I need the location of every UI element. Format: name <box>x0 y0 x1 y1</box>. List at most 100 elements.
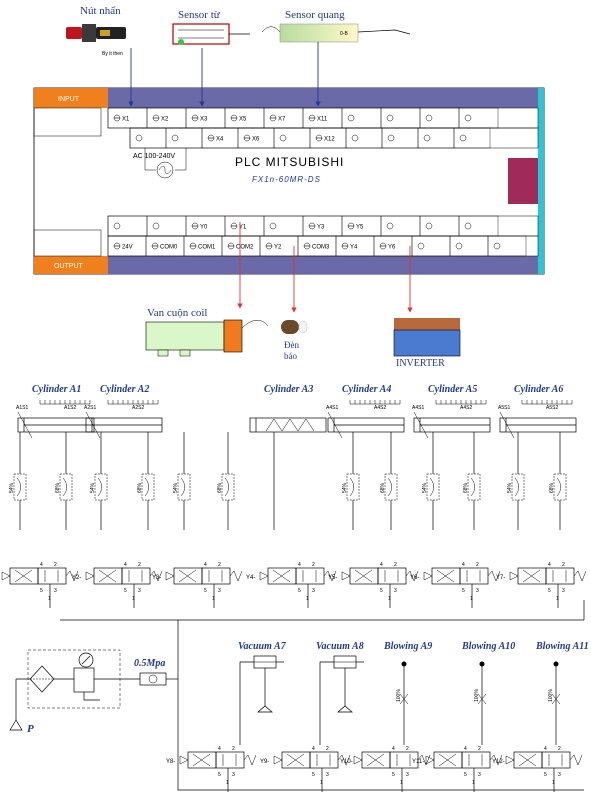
cylinder-name: Cylinder A4 <box>342 384 391 395</box>
sensor-label: A4S2 <box>374 405 386 411</box>
flow-percent-label: 68% <box>549 482 555 493</box>
port-label: 3 <box>558 772 561 778</box>
port-label: 2 <box>218 562 221 568</box>
return-spring-icon <box>405 570 419 582</box>
push-button-label: Nút nhấn <box>80 5 121 17</box>
solenoid-icon <box>165 571 175 581</box>
flow-percent-label: 68% <box>380 482 386 493</box>
flow-control-valve: 68% <box>55 432 73 530</box>
vacuum-a8: Vacuum A8 <box>316 641 364 745</box>
output-terminal-label: Y2 <box>274 245 282 251</box>
return-spring-icon <box>417 754 431 766</box>
solenoid-icon <box>179 755 189 765</box>
input-terminal-label: X1 <box>122 117 130 123</box>
coil-solenoid-icon <box>223 319 243 353</box>
terminal-screw-icon <box>455 242 463 250</box>
port-label: 5 <box>218 772 221 778</box>
port-label: 5 <box>40 588 43 594</box>
sensor-label: A2S2 <box>132 405 144 411</box>
input-terminal-label: X11 <box>317 117 328 123</box>
cylinder-name: Cylinder A6 <box>514 384 563 395</box>
input-terminal-label: X7 <box>278 117 286 123</box>
flow-control-valve: 68% <box>380 432 398 530</box>
supply-line-bottom <box>177 620 584 791</box>
output-terminal-label: COM1 <box>198 245 216 251</box>
port-label: 1 <box>226 780 229 786</box>
flow-control-icon <box>511 473 525 501</box>
flow-control-icon <box>141 473 155 501</box>
sensor-label: A4S2 <box>460 405 472 411</box>
output-terminal-label: 24V <box>122 245 133 251</box>
terminal-screw-icon <box>459 134 467 142</box>
pressure-gauge-icon <box>78 652 94 668</box>
magnetic-sensor-label: Sensor từ <box>178 9 221 21</box>
port-label: 2 <box>478 746 481 752</box>
return-spring-icon <box>573 570 587 582</box>
flow-control-valve: 54% <box>9 432 27 530</box>
magnetic-sensor-device: Sensor từ <box>172 9 250 45</box>
terminal-screw-icon <box>347 114 355 122</box>
nozzle-percent-label: 100% <box>396 689 402 702</box>
flow-control-valve: 54% <box>342 432 360 530</box>
port-label: 3 <box>232 772 235 778</box>
port-label: 3 <box>312 588 315 594</box>
flow-control-icon <box>346 473 360 501</box>
port-label: 3 <box>562 588 565 594</box>
plc-model: FX1n-60MR-DS <box>252 175 321 184</box>
valve-label: Y12- <box>492 759 505 765</box>
lamp-label-2: báo <box>284 351 297 361</box>
flow-control-valve: 68% <box>137 432 155 530</box>
optical-sensor-label: Sensor quang <box>285 9 345 21</box>
suction-cup-icon <box>257 705 273 713</box>
port-label: 2 <box>558 746 561 752</box>
port-label: 5 <box>462 588 465 594</box>
port-label: 5 <box>380 588 383 594</box>
push-button-cap-icon <box>66 27 82 39</box>
spring-icon <box>265 418 315 432</box>
input-terminal-label: X6 <box>252 137 260 143</box>
indicator-lamp: Đèn báo <box>281 320 308 361</box>
cylinder-4: Cylinder A4 A4S1 A4S2 <box>326 384 405 439</box>
cylinder-name: Cylinder A2 <box>100 384 149 395</box>
valve-label: Y7- <box>496 575 505 581</box>
port-label: 4 <box>380 562 383 568</box>
sensor-label: A4S1 <box>326 405 338 411</box>
throttle-icon <box>399 693 409 705</box>
valve-label: Y3- <box>152 575 161 581</box>
port-label: 2 <box>394 562 397 568</box>
return-spring-icon <box>487 570 501 582</box>
solenoid-icon <box>259 571 269 581</box>
flow-percent-label: 54% <box>9 482 15 493</box>
sensor-label: A1S1 <box>16 405 28 411</box>
flow-percent-label: 68% <box>137 482 143 493</box>
terminal-screw-icon <box>113 222 121 230</box>
flow-percent-label: 68% <box>55 482 61 493</box>
port-label: 5 <box>124 588 127 594</box>
port-label: 2 <box>562 562 565 568</box>
output-terminal-label: Y0 <box>200 225 208 231</box>
valve-label: Y6- <box>410 575 419 581</box>
flow-control-icon <box>384 473 398 501</box>
filter-icon <box>29 665 55 693</box>
flow-percent-label: 54% <box>90 482 96 493</box>
port-label: 2 <box>326 746 329 752</box>
terminal-screw-icon <box>387 134 395 142</box>
solenoid-icon <box>341 571 351 581</box>
port-label: 1 <box>132 596 135 602</box>
terminal-screw-icon <box>351 134 359 142</box>
port-label: 5 <box>464 772 467 778</box>
flow-control-icon <box>177 473 191 501</box>
flow-percent-label: 54% <box>173 482 179 493</box>
terminal-screw-icon <box>386 222 394 230</box>
